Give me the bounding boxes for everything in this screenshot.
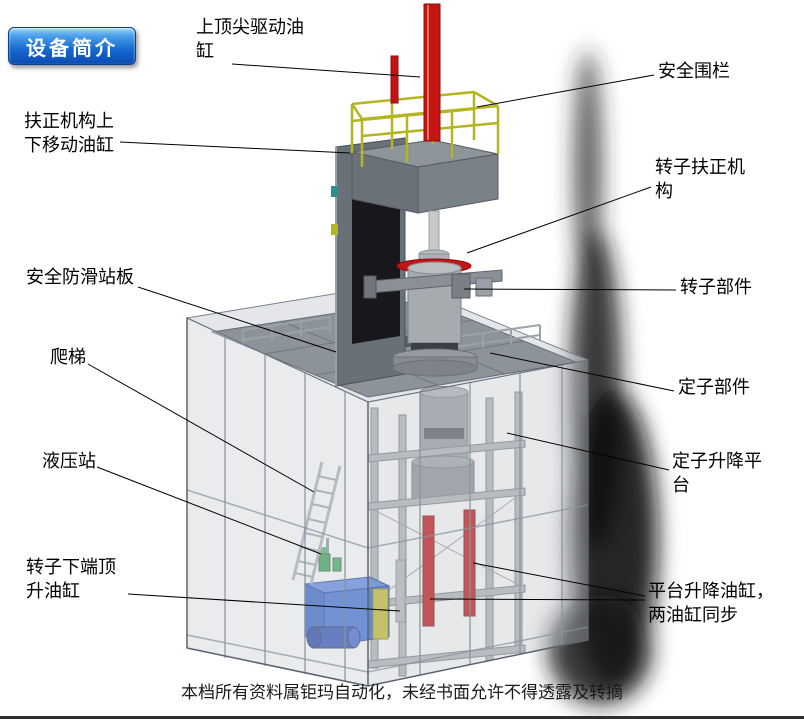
rotor-bottom-jack	[395, 559, 406, 623]
callout-centering-updown-cylinder: 扶正机构上下移动油缸	[24, 111, 114, 157]
callout-ladder: 爬梯	[50, 347, 86, 368]
ladder-graphic	[291, 461, 342, 585]
callout-stator-lift-platform: 定子升降平台	[672, 451, 762, 497]
footer-confidentiality-note: 本档所有资料属钜玛自动化，未经书面允许不得透露及转摘	[181, 683, 623, 703]
callout-rotor-component: 转子部件	[680, 277, 752, 298]
leader-stator-component	[489, 352, 675, 392]
smoke-shadow	[548, 50, 658, 705]
leader-hydraulic-station	[96, 466, 322, 555]
leader-rotor-component	[463, 288, 677, 291]
title-badge-label: 设备简介	[26, 35, 118, 60]
leader-rotor-centering-mechanism	[466, 186, 652, 254]
title-badge: 设备简介	[8, 27, 136, 65]
leader-stator-lift-platform	[506, 432, 670, 471]
callout-hydraulic-station: 液压站	[42, 451, 96, 472]
slide-bottom-edge	[0, 716, 804, 719]
callout-safety-fence: 安全围栏	[658, 61, 730, 82]
leader-platform-lift-b	[429, 598, 646, 601]
leader-safety-fence	[476, 74, 655, 108]
callout-rotor-centering-mechanism: 转子扶正机构	[655, 157, 745, 203]
leader-lines	[87, 63, 677, 612]
top-drive-cylinder-red	[390, 3, 441, 142]
head-box	[351, 139, 499, 214]
callout-platform-lift-cylinders: 平台升降油缸，两油缸同步	[648, 581, 774, 627]
enclosure-walls	[186, 317, 589, 687]
leader-top-spindle-cylinder	[231, 63, 421, 78]
rotor-centering-arm	[363, 269, 503, 299]
callout-top-spindle-cylinder: 上顶尖驱动油缸	[196, 17, 304, 63]
leader-rotor-bottom-jack	[127, 593, 401, 612]
leader-ladder	[87, 363, 315, 493]
leader-centering-updown-cylinder	[119, 141, 351, 154]
leader-platform-lift-a	[472, 562, 646, 597]
leader-antislip-platform	[137, 286, 337, 353]
callout-rotor-bottom-jack-cylinder: 转子下端顶升油缸	[26, 557, 116, 603]
callout-antislip-platform: 安全防滑站板	[26, 267, 134, 288]
callout-stator-component: 定子部件	[678, 377, 750, 398]
